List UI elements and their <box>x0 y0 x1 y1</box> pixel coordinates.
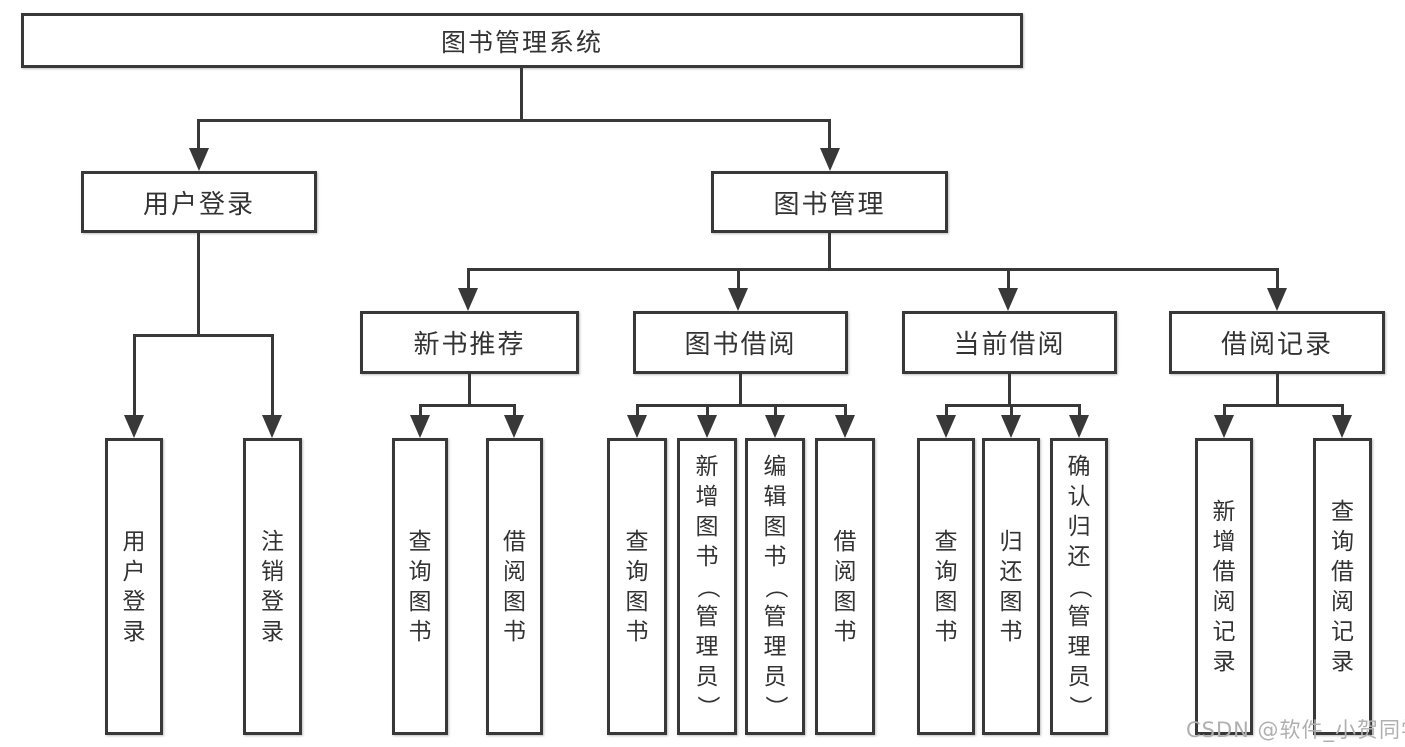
leaf-confirm-return-admin: 确认归还（管理员） <box>1050 438 1108 735</box>
connector-line <box>1010 404 1013 417</box>
node-new-book-recommend: 新书推荐 <box>360 311 579 374</box>
arrowhead-down-icon <box>936 415 956 438</box>
connector-line <box>468 374 471 406</box>
node-label: 用户登录 <box>122 528 146 645</box>
connector-line <box>271 334 274 417</box>
arrowhead-down-icon <box>835 415 855 438</box>
connector-line <box>737 268 740 290</box>
node-label: 归还图书 <box>999 528 1023 645</box>
connector-line <box>636 404 846 407</box>
leaf-borrow-books: 借阅图书 <box>815 438 875 735</box>
node-label: 编辑图书（管理员） <box>762 453 788 719</box>
arrowhead-down-icon <box>262 415 282 438</box>
arrowhead-down-icon <box>189 148 209 171</box>
arrowhead-down-icon <box>627 415 647 438</box>
arrowhead-down-icon <box>1267 288 1287 311</box>
connector-line <box>828 119 831 152</box>
node-label: 当前借阅 <box>953 330 1066 360</box>
connector-line <box>774 404 777 417</box>
node-label: 注销登录 <box>261 528 284 645</box>
node-book-management: 图书管理 <box>711 171 948 233</box>
connector-line <box>636 404 639 417</box>
connector-line <box>739 374 742 406</box>
arrowhead-down-icon <box>820 148 840 171</box>
connector-line <box>706 404 709 417</box>
node-label: 借阅图书 <box>503 528 526 645</box>
connector-line <box>197 119 831 122</box>
connector-line <box>1341 404 1344 417</box>
node-label: 新增借阅记录 <box>1212 498 1236 675</box>
node-label: 查询借阅记录 <box>1331 498 1354 675</box>
connector-line <box>844 404 847 417</box>
connector-line <box>520 68 523 120</box>
connector-line <box>467 268 470 290</box>
node-root-label: 图书管理系统 <box>440 27 603 57</box>
connector-line <box>197 119 200 152</box>
arrowhead-down-icon <box>410 415 430 438</box>
leaf-query-books: 查询图书 <box>392 438 448 735</box>
csdn-watermark: CSDN @软件_小贺同学 <box>1186 718 1405 742</box>
arrowhead-down-icon <box>765 415 785 438</box>
connector-line <box>1008 374 1011 406</box>
leaf-add-borrow-record: 新增借阅记录 <box>1195 438 1253 735</box>
arrowhead-down-icon <box>728 288 748 311</box>
connector-line <box>1223 404 1226 417</box>
leaf-query-books: 查询图书 <box>917 438 975 735</box>
node-borrow-records: 借阅记录 <box>1169 311 1385 374</box>
connector-line <box>1078 404 1081 417</box>
arrowhead-down-icon <box>504 415 524 438</box>
arrowhead-down-icon <box>1001 415 1021 438</box>
connector-line <box>1276 374 1279 406</box>
node-label: 借阅图书 <box>833 528 857 645</box>
leaf-user-login: 用户登录 <box>105 438 163 735</box>
node-book-borrow: 图书借阅 <box>633 311 848 374</box>
connector-line <box>1007 268 1010 290</box>
node-current-borrow: 当前借阅 <box>902 311 1117 374</box>
leaf-query-books: 查询图书 <box>607 438 667 735</box>
node-label: 图书借阅 <box>684 330 797 360</box>
arrowhead-down-icon <box>998 288 1018 311</box>
node-label: 新书推荐 <box>413 330 526 360</box>
arrowhead-down-icon <box>1332 415 1352 438</box>
leaf-edit-books-admin: 编辑图书（管理员） <box>745 438 805 735</box>
node-label: 查询图书 <box>408 528 432 645</box>
leaf-query-borrow-record: 查询借阅记录 <box>1313 438 1372 735</box>
connector-line <box>133 334 274 337</box>
arrowhead-down-icon <box>697 415 717 438</box>
connector-line <box>945 404 948 417</box>
connector-line <box>1223 404 1343 407</box>
node-root: 图书管理系统 <box>21 13 1023 68</box>
node-user-login: 用户登录 <box>81 171 317 233</box>
connector-line <box>419 404 422 417</box>
arrowhead-down-icon <box>458 288 478 311</box>
node-label: 新增图书（管理员） <box>694 453 720 719</box>
leaf-return-books: 归还图书 <box>982 438 1040 735</box>
leaf-logout: 注销登录 <box>243 438 302 735</box>
connector-line <box>419 404 516 407</box>
node-label: 图书管理 <box>773 189 886 220</box>
connector-line <box>467 268 1278 271</box>
leaf-add-books-admin: 新增图书（管理员） <box>677 438 737 735</box>
node-label: 确认归还（管理员） <box>1066 453 1092 719</box>
arrowhead-down-icon <box>1214 415 1234 438</box>
arrowhead-down-icon <box>1069 415 1089 438</box>
connector-line <box>1276 268 1279 290</box>
connector-line <box>828 233 831 270</box>
node-label: 借阅记录 <box>1220 330 1333 360</box>
node-label: 查询图书 <box>934 528 958 645</box>
leaf-borrow-books: 借阅图书 <box>486 438 543 735</box>
node-label: 用户登录 <box>142 189 255 220</box>
connector-line <box>513 404 516 417</box>
connector-line <box>197 233 200 336</box>
node-label: 查询图书 <box>625 528 649 645</box>
arrowhead-down-icon <box>124 415 144 438</box>
connector-line <box>133 334 136 417</box>
